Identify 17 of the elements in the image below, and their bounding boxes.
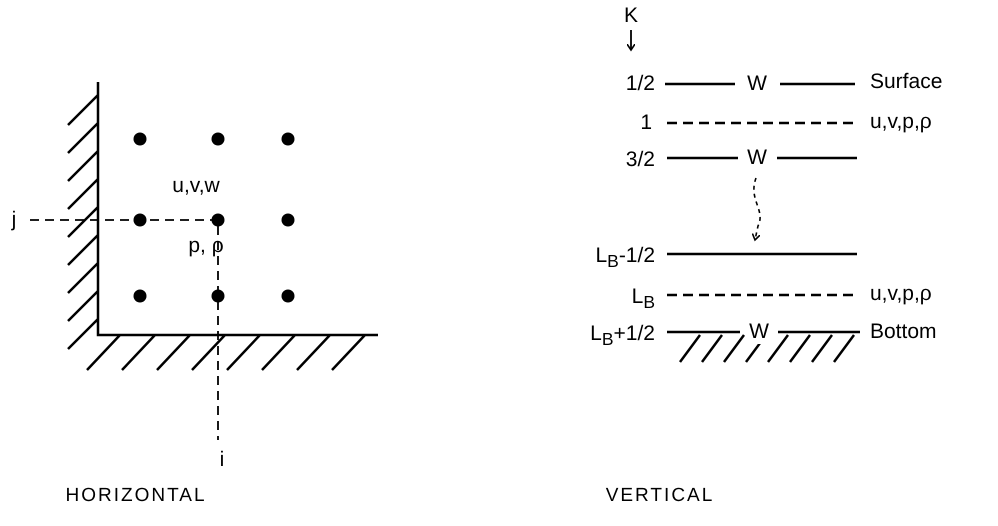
boundary-label: Bottom	[870, 320, 937, 344]
grid-index-label: K	[624, 4, 638, 28]
variable-label: u,v,w	[172, 174, 220, 198]
level-label: 1/2	[626, 72, 655, 96]
level-label: L$_{B}$+1/2	[590, 322, 655, 352]
level-label: L$_{B}$	[632, 285, 655, 314]
boundary-label: Surface	[870, 70, 942, 94]
panel-title: VERTICAL	[606, 484, 714, 508]
variable-label: u,v,p,ρ	[870, 110, 932, 134]
level-label: 3/2	[626, 148, 655, 172]
grid-index-label: i	[220, 448, 224, 472]
panel-title: HORIZONTAL	[65, 484, 207, 508]
level-label: L$_{B}$-1/2	[595, 244, 655, 274]
variable-label: u,v,p,ρ	[870, 282, 932, 306]
level-label: 1	[640, 111, 652, 135]
variable-label: p, ρ	[188, 234, 224, 258]
grid-index-label: j	[12, 208, 16, 232]
